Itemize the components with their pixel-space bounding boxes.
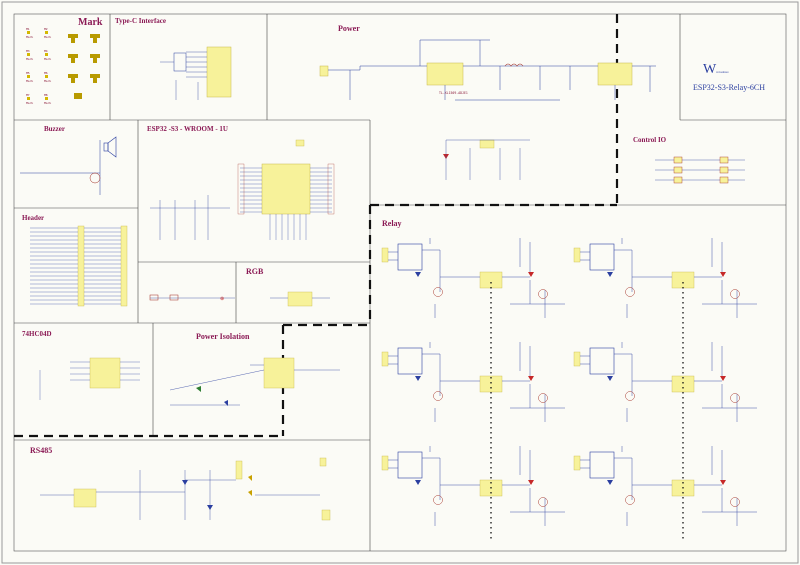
svg-text:Mark: Mark xyxy=(44,79,51,83)
relay-transistor xyxy=(538,289,548,299)
svg-text:Mark: Mark xyxy=(44,35,51,39)
section-title-mark: Mark xyxy=(78,17,103,28)
flyback-diode xyxy=(607,272,613,277)
svg-text:Mark: Mark xyxy=(44,101,51,105)
relay-led xyxy=(720,272,726,277)
hc04-inverter xyxy=(39,357,140,400)
relay-terminal xyxy=(573,247,581,263)
relay-grid xyxy=(381,238,757,526)
relay-transistor xyxy=(625,495,635,505)
svg-text:M5: M5 xyxy=(26,71,30,75)
relay-terminal xyxy=(381,247,389,263)
relay-terminal xyxy=(573,351,581,367)
regulator-part: TL-XL1509-ADJE1 xyxy=(439,91,468,95)
svg-text:Mark: Mark xyxy=(26,35,33,39)
relay-led xyxy=(720,480,726,485)
buzzer-circuit xyxy=(20,136,117,195)
company-logo-text: waveshare xyxy=(716,70,729,74)
relay-led xyxy=(528,376,534,381)
relay-channel-5 xyxy=(381,446,565,526)
relay-led xyxy=(528,272,534,277)
rgb-led-circuit: ⊕ xyxy=(149,291,330,307)
flyback-diode xyxy=(415,272,421,277)
relay-terminal xyxy=(381,455,389,471)
svg-text:M6: M6 xyxy=(44,71,48,75)
control-io-connectors xyxy=(655,156,745,184)
relay-channel-4 xyxy=(573,342,757,422)
power-isolation-circuit xyxy=(169,357,340,406)
relay-channel-3 xyxy=(381,342,565,422)
section-title-rs485: RS485 xyxy=(30,446,52,455)
section-title-header: Header xyxy=(22,214,44,222)
svg-text:M8: M8 xyxy=(44,93,48,97)
relay-transistor xyxy=(538,497,548,507)
svg-text:M2: M2 xyxy=(44,27,48,31)
pin-header xyxy=(30,225,128,307)
esp32-module xyxy=(150,139,335,240)
flyback-diode xyxy=(607,480,613,485)
company-logo: W xyxy=(703,62,717,77)
relay-channel-2 xyxy=(573,238,757,318)
flyback-diode xyxy=(415,480,421,485)
optocoupler xyxy=(479,271,503,289)
relay-led xyxy=(720,376,726,381)
relay-terminal xyxy=(381,351,389,367)
optocoupler xyxy=(671,271,695,289)
drawing-frame xyxy=(13,13,787,552)
relay-transistor xyxy=(538,393,548,403)
relay-terminal xyxy=(573,455,581,471)
section-title-power: Power xyxy=(338,24,360,33)
section-title-relay: Relay xyxy=(382,219,402,228)
section-title-typec: Type-C Interface xyxy=(115,17,166,25)
relay-transistor xyxy=(730,497,740,507)
rs485-transceiver xyxy=(40,457,331,521)
relay-isolation-dots xyxy=(490,282,684,540)
usb-typec-connector xyxy=(160,46,232,100)
dashed-isolation-borders xyxy=(14,14,619,438)
status-led-circuit xyxy=(443,139,530,180)
svg-text:M1: M1 xyxy=(26,27,30,31)
svg-text:Mark: Mark xyxy=(44,57,51,61)
relay-transistor xyxy=(730,393,740,403)
section-title-rgb: RGB xyxy=(246,267,264,276)
flyback-diode xyxy=(607,376,613,381)
relay-transistor xyxy=(625,287,635,297)
relay-led xyxy=(528,480,534,485)
relay-transistor xyxy=(433,391,443,401)
relay-channel-1 xyxy=(381,238,565,318)
relay-transistor xyxy=(730,289,740,299)
section-title-buzzer: Buzzer xyxy=(44,125,65,133)
flyback-diode xyxy=(415,376,421,381)
svg-text:M3: M3 xyxy=(26,49,30,53)
section-borders xyxy=(14,14,786,551)
power-regulator-circuit: TL-XL1509-ADJE1 xyxy=(319,39,656,101)
svg-text:M4: M4 xyxy=(44,49,48,53)
rgb-led-icon: ⊕ xyxy=(220,296,224,302)
section-title-power-isolation: Power Isolation xyxy=(196,332,250,341)
svg-text:Mark: Mark xyxy=(26,79,33,83)
section-title-control-io: Control IO xyxy=(633,136,667,144)
relay-channel-6 xyxy=(573,446,757,526)
relay-transistor xyxy=(433,287,443,297)
section-title-74hc04d: 74HC04D xyxy=(22,330,52,338)
relay-transistor xyxy=(433,495,443,505)
svg-text:M7: M7 xyxy=(26,93,30,97)
relay-transistor xyxy=(625,391,635,401)
board-title: ESP32-S3-Relay-6CH xyxy=(693,83,765,92)
svg-text:Mark: Mark xyxy=(26,101,33,105)
svg-text:Mark: Mark xyxy=(26,57,33,61)
section-title-esp32: ESP32 -S3 - WROOM - 1U xyxy=(147,125,228,133)
